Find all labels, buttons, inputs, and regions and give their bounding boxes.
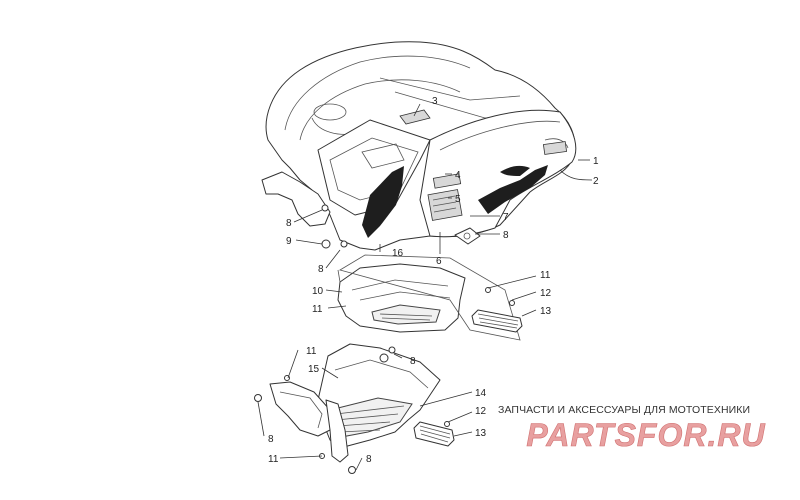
lower-footwell-panel bbox=[269, 343, 441, 463]
callout-labels: 1 2 3 4 5 7 8 6 8 9 8 16 10 11 11 12 13 … bbox=[268, 96, 599, 465]
callout-7: 7 bbox=[503, 212, 509, 223]
leader-lines bbox=[257, 103, 593, 471]
callout-8-f: 8 bbox=[366, 454, 372, 465]
callout-8-b: 8 bbox=[286, 218, 292, 229]
callout-4: 4 bbox=[455, 170, 461, 181]
washer-icon bbox=[321, 239, 331, 249]
screw-icon bbox=[485, 287, 491, 293]
partsfor-logo-icon: PARTSFOR.RU bbox=[526, 418, 765, 452]
nut-icon bbox=[254, 394, 262, 402]
callout-15: 15 bbox=[308, 364, 320, 375]
callout-8-c: 8 bbox=[318, 264, 324, 275]
callout-12-b: 12 bbox=[475, 406, 487, 417]
callout-13-a: 13 bbox=[540, 306, 552, 317]
callout-6: 6 bbox=[436, 256, 442, 267]
callout-11-c: 11 bbox=[306, 346, 317, 357]
watermark-tagline: ЗАПЧАСТИ И АКСЕССУАРЫ ДЛЯ МОТОТЕХНИКИ bbox=[498, 404, 751, 416]
callout-12-a: 12 bbox=[540, 288, 552, 299]
screw-icon bbox=[444, 421, 450, 427]
callout-8-e: 8 bbox=[268, 434, 274, 445]
callout-9: 9 bbox=[286, 236, 292, 247]
callout-8-d: 8 bbox=[410, 356, 416, 367]
callout-11-a: 11 bbox=[312, 304, 323, 315]
washer-icon bbox=[340, 240, 348, 248]
callout-11-b: 11 bbox=[540, 270, 551, 281]
callout-5: 5 bbox=[455, 194, 461, 205]
rear-body-panel bbox=[261, 41, 577, 251]
callout-16: 16 bbox=[392, 248, 404, 259]
footrest-upper bbox=[471, 309, 523, 333]
screw-icon bbox=[509, 300, 515, 306]
callout-13-b: 13 bbox=[475, 428, 487, 439]
callout-2: 2 bbox=[593, 176, 599, 187]
footrest-lower bbox=[413, 421, 455, 447]
callout-1: 1 bbox=[593, 156, 599, 167]
nut-icon bbox=[348, 466, 356, 474]
screw-icon bbox=[321, 204, 329, 212]
callout-8-a: 8 bbox=[503, 230, 509, 241]
callout-10: 10 bbox=[312, 286, 324, 297]
callout-11-d: 11 bbox=[268, 454, 279, 465]
fasteners bbox=[254, 204, 515, 474]
callout-14: 14 bbox=[475, 388, 487, 399]
logo-text: PARTSFOR.RU bbox=[526, 418, 765, 452]
callout-3: 3 bbox=[432, 96, 438, 107]
front-footwell-panel bbox=[337, 254, 521, 341]
